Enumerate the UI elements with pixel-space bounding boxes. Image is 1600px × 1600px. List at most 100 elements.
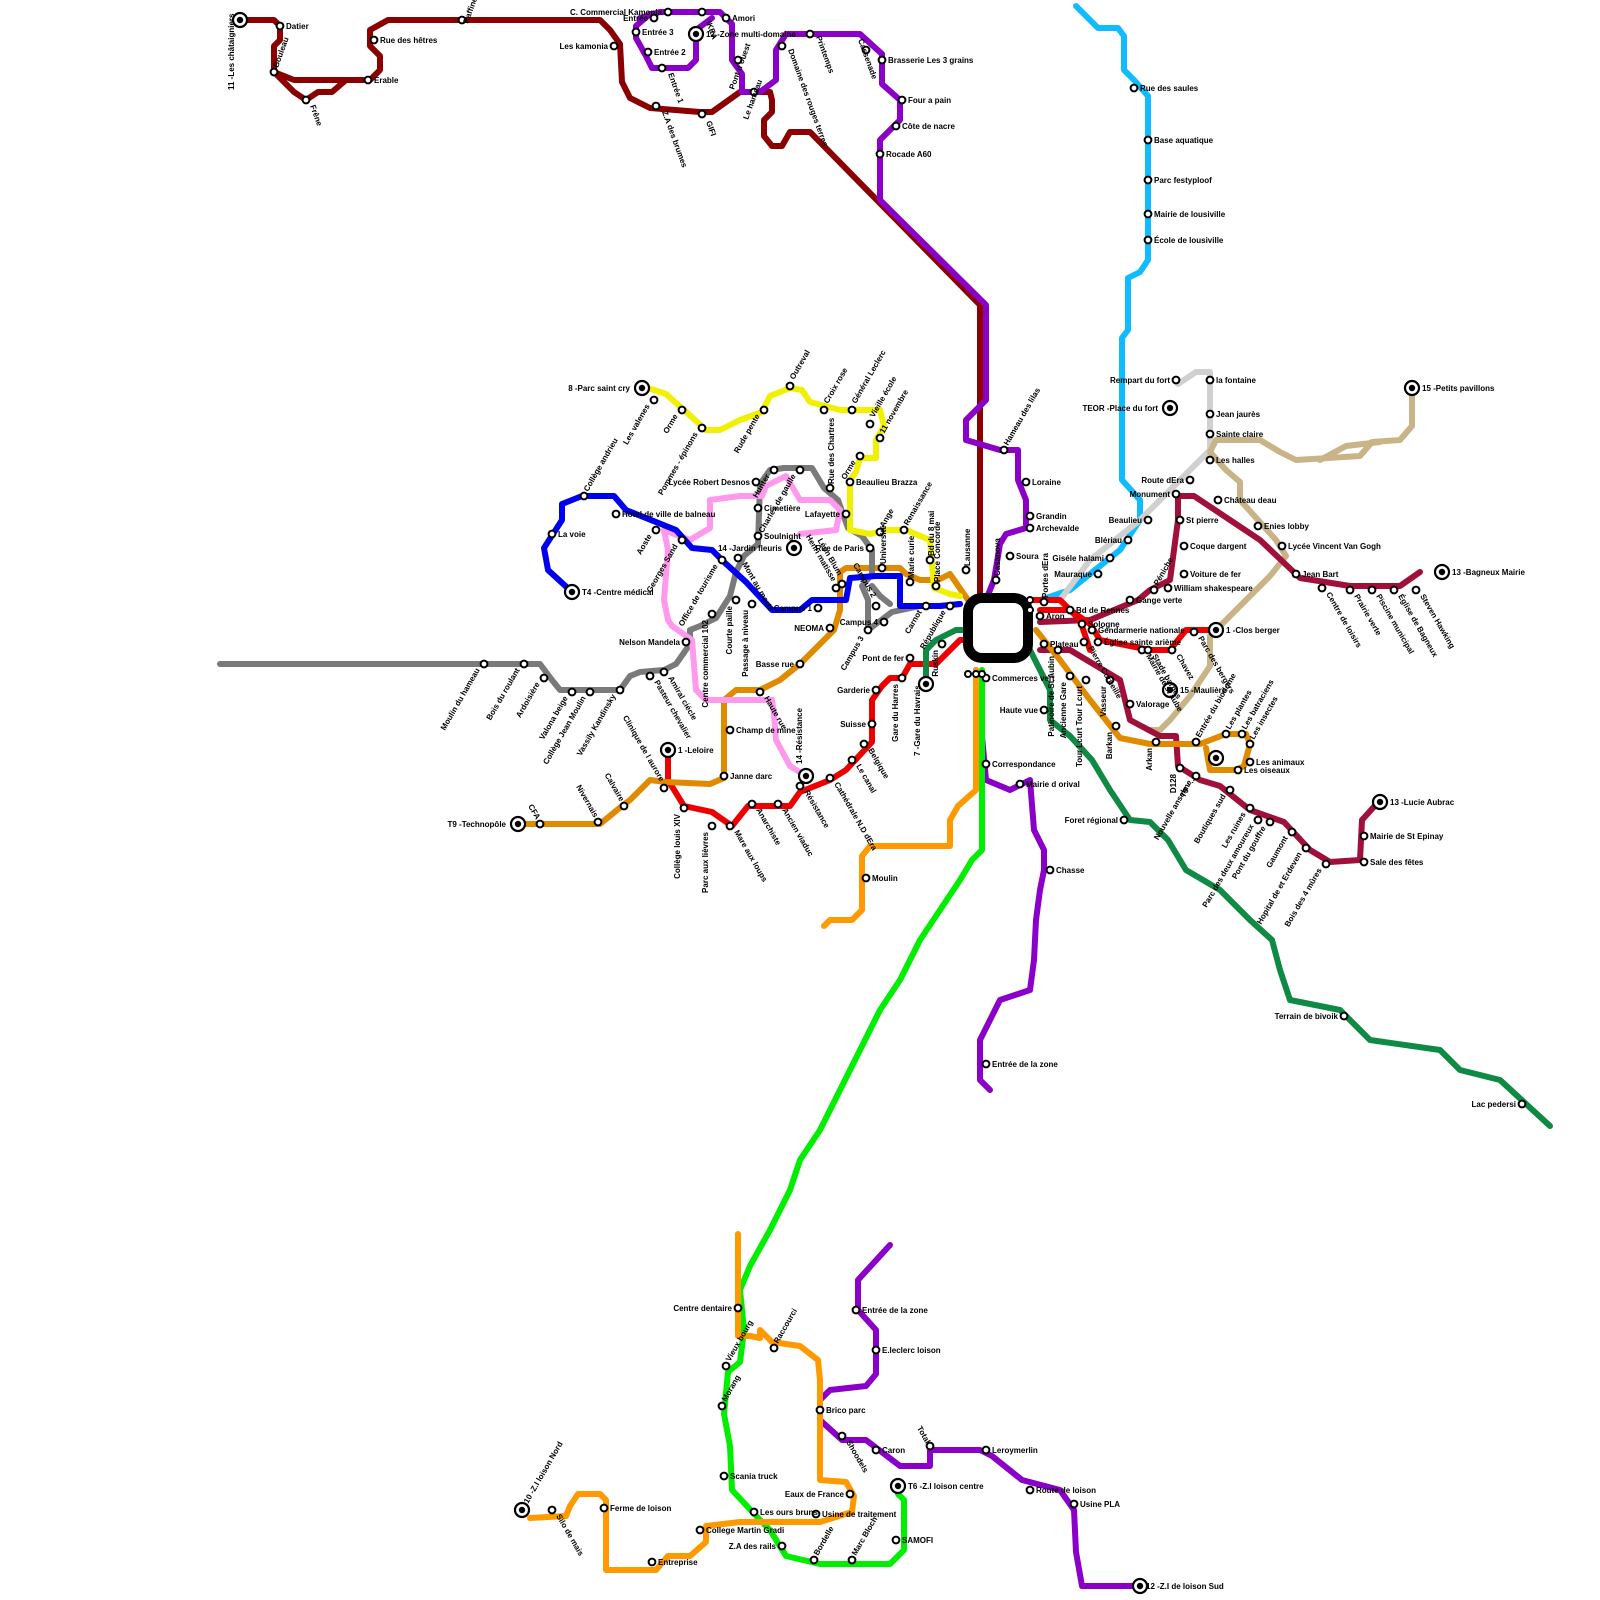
line-12-purple-south[interactable] <box>976 670 1044 1090</box>
station-stop-belgique[interactable] <box>861 741 868 748</box>
station-stop-ruskin[interactable] <box>939 641 946 648</box>
station-stop-beaulieu[interactable] <box>1145 517 1152 524</box>
station-stop-moulin[interactable] <box>863 875 870 882</box>
station-stop-clinique[interactable] <box>661 785 668 792</box>
station-stop-campus3[interactable] <box>865 627 872 634</box>
station-stop-arkan[interactable] <box>1153 739 1160 746</box>
station-stop-les-oiseaux[interactable] <box>1235 767 1242 774</box>
station-stop-moulin-hameau[interactable] <box>481 661 488 668</box>
station-stop-scania[interactable] <box>721 1473 728 1480</box>
station-stop-bd-rennes[interactable] <box>1067 607 1074 614</box>
station-stop-ancienne-gare[interactable] <box>1067 673 1074 680</box>
station-stop-za-brumes[interactable] <box>653 103 660 110</box>
station-stop-pierre-corneille[interactable] <box>1081 639 1088 646</box>
station-stop-portes-dera[interactable] <box>1041 599 1048 606</box>
station-stop-carnot[interactable] <box>923 603 930 610</box>
station-stop-gare-harres[interactable] <box>899 675 906 682</box>
station-stop-janne-darc[interactable] <box>721 773 728 780</box>
station-stop-rue-saules[interactable] <box>1131 85 1138 92</box>
station-stop-pasteur[interactable] <box>647 673 654 680</box>
station-stop-mairie-lousi[interactable] <box>1145 211 1152 218</box>
station-stop-valorage[interactable] <box>1127 701 1134 708</box>
central-hub[interactable] <box>968 598 1028 658</box>
station-stop-champ-mine[interactable] <box>727 727 734 734</box>
station-stop-ikea[interactable] <box>699 9 706 16</box>
station-stop-les-batraciens[interactable] <box>1239 731 1246 738</box>
station-stop-frene[interactable] <box>303 97 310 104</box>
station-stop-haute-rue[interactable] <box>757 689 764 696</box>
station-stop-gifi[interactable] <box>699 111 706 118</box>
station-stop-william[interactable] <box>1165 585 1172 592</box>
station-stop-bois-mures[interactable] <box>1323 861 1330 868</box>
station-stop-foret-regional[interactable] <box>1121 817 1128 824</box>
station-stop-centre-com102[interactable] <box>709 611 716 618</box>
station-stop-dalier[interactable] <box>277 23 284 30</box>
station-stop-chasse[interactable] <box>1047 867 1054 874</box>
station-stop-suisse[interactable] <box>869 721 876 728</box>
station-stop-pont-fer[interactable] <box>907 655 914 662</box>
station-stop-soulnight[interactable] <box>755 533 762 540</box>
hub-connection-stop-4[interactable] <box>1027 607 1033 613</box>
station-stop-lycee-vangogh[interactable] <box>1279 543 1286 550</box>
station-stop-erable[interactable] <box>365 77 372 84</box>
station-stop-orme2[interactable] <box>857 453 864 460</box>
station-stop-lac-pedersi[interactable] <box>1519 1101 1526 1108</box>
station-stop-salle-fetes[interactable] <box>1361 859 1368 866</box>
station-stop-casanova[interactable] <box>993 577 1000 584</box>
station-stop-mauraque[interactable] <box>1095 571 1102 578</box>
station-stop-amiral[interactable] <box>661 669 668 676</box>
station-stop-bois-roulant[interactable] <box>521 661 528 668</box>
station-stop-ardoisiere[interactable] <box>541 675 548 682</box>
station-stop-soura[interactable] <box>1007 553 1014 560</box>
station-stop-courte-paille[interactable] <box>733 597 740 604</box>
station-stop-ancien-viaduc[interactable] <box>775 801 782 808</box>
station-stop-rempart[interactable] <box>1173 377 1180 384</box>
station-stop-bouleau[interactable] <box>271 69 278 76</box>
station-stop-eaux-france[interactable] <box>847 1491 854 1498</box>
station-stop-ecole-lousi[interactable] <box>1145 237 1152 244</box>
station-stop-office-tourisme[interactable] <box>719 557 726 564</box>
station-stop-universite[interactable] <box>879 565 886 572</box>
station-stop-printemps[interactable] <box>807 31 814 38</box>
station-stop-lafayette[interactable] <box>843 511 850 518</box>
station-stop-leroymerlin[interactable] <box>983 1447 990 1454</box>
station-stop-domaine-rouges[interactable] <box>779 43 786 50</box>
station-stop-vassily[interactable] <box>617 687 624 694</box>
station-stop-gaumont[interactable] <box>1289 829 1296 836</box>
station-stop-lausanne[interactable] <box>963 567 970 574</box>
station-stop-tour-fontaine[interactable] <box>1083 677 1090 684</box>
station-stop-base-aquatique[interactable] <box>1145 137 1152 144</box>
station-stop-garderie[interactable] <box>873 687 880 694</box>
station-stop-campus2[interactable] <box>873 603 880 610</box>
station-stop-nivernais[interactable] <box>595 819 602 826</box>
station-stop-brico-parc[interactable] <box>817 1407 824 1414</box>
hub-connection-stop-2[interactable] <box>979 671 985 677</box>
station-stop-chateau-deau[interactable] <box>1215 497 1222 504</box>
station-stop-rue-paris[interactable] <box>867 545 874 552</box>
station-stop-cathedrale[interactable] <box>827 775 834 782</box>
station-stop-rude-pente[interactable] <box>761 407 768 414</box>
station-stop-parc-bergers[interactable] <box>1191 629 1198 636</box>
station-stop-rue-chartres[interactable] <box>827 485 834 492</box>
station-stop-jean-bart[interactable] <box>1293 571 1300 578</box>
hub-connection-stop-0[interactable] <box>965 671 971 677</box>
station-stop-republique[interactable] <box>947 603 954 610</box>
station-stop-jean-jaures[interactable] <box>1207 411 1214 418</box>
station-stop-brasserie[interactable] <box>879 57 886 64</box>
station-stop-entreprise[interactable] <box>649 1559 656 1566</box>
line-11-dark-red[interactable] <box>240 20 980 600</box>
station-stop-les-animaux[interactable] <box>1247 759 1254 766</box>
station-stop-centre-dentaire[interactable] <box>735 1305 742 1312</box>
station-stop-marie-curie[interactable] <box>907 579 914 586</box>
line-orange-sud[interactable] <box>530 1234 854 1570</box>
station-stop-le-canal[interactable] <box>849 757 856 764</box>
station-stop-college-moulin[interactable] <box>587 689 594 696</box>
station-stop-cote-nacre[interactable] <box>893 123 900 130</box>
station-stop-correspondance[interactable] <box>983 761 990 768</box>
station-stop-za-rails[interactable] <box>779 1543 786 1550</box>
station-stop-monument[interactable] <box>1173 491 1180 498</box>
station-stop-usine-pla[interactable] <box>1071 1501 1078 1508</box>
station-stop-campus4[interactable] <box>881 619 888 626</box>
station-stop-la-voie[interactable] <box>549 531 556 538</box>
station-stop-sologne[interactable] <box>1079 621 1086 628</box>
